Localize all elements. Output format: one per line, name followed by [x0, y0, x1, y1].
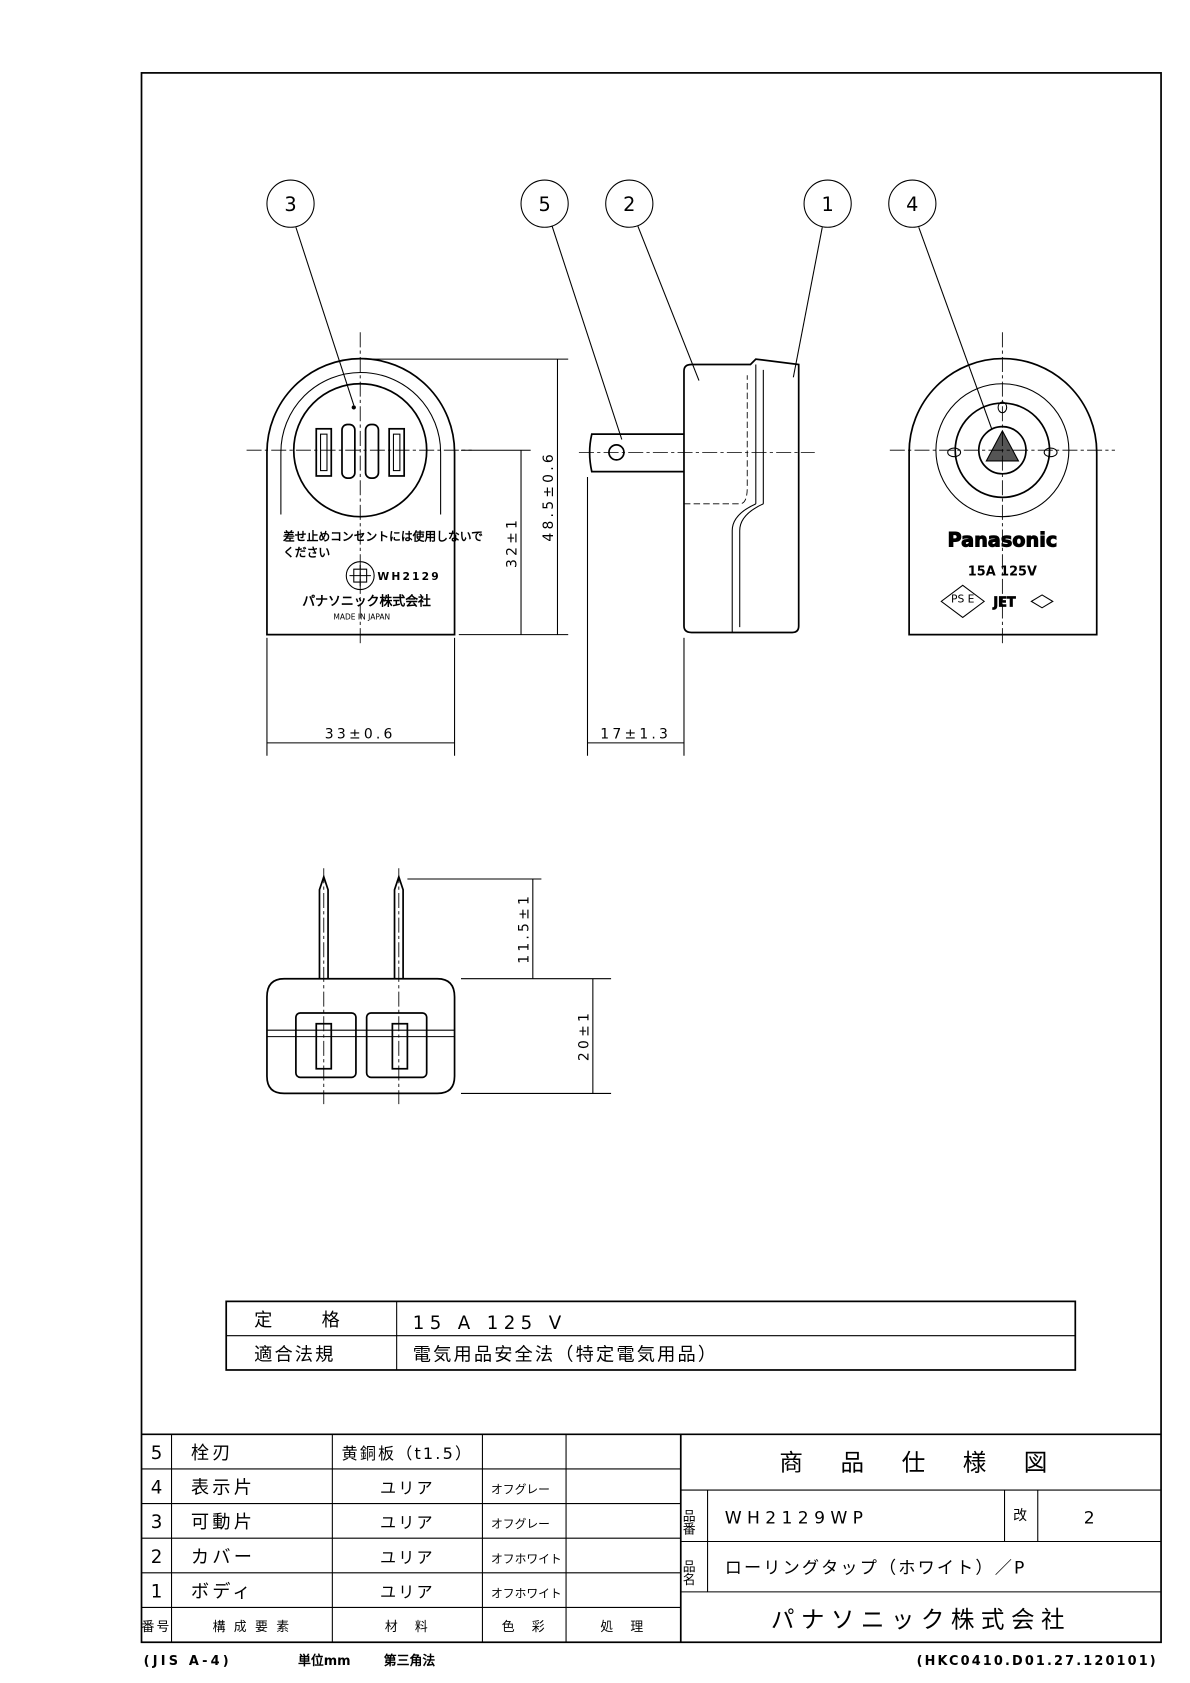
parts-cell-name: カバー: [191, 1547, 255, 1568]
balloon-1: 1: [792, 179, 852, 378]
revision: 2: [1084, 1508, 1095, 1528]
svg-text:(JIS A-4): (JIS A-4): [144, 1654, 232, 1669]
svg-text:15A 125V: 15A 125V: [968, 565, 1037, 580]
svg-text:5: 5: [538, 193, 550, 216]
parts-cell-color: オフグレー: [491, 1483, 550, 1497]
wh-mark-icon: [345, 561, 375, 591]
parts-cell-color: オフホワイト: [491, 1552, 562, 1566]
front-view: 差せ止めコンセントには使用しないで ください WH2129 パナソニック株式会社…: [246, 332, 483, 644]
parts-header-material: 材 料: [385, 1620, 430, 1635]
dimension-height-pin: 32±1: [458, 449, 569, 636]
svg-text:パナソニック株式会社: パナソニック株式会社: [302, 594, 431, 610]
parts-cell-color: オフグレー: [491, 1517, 550, 1531]
svg-text:品番: 品番: [680, 1509, 695, 1536]
dimension-width: 33±0.6: [266, 637, 456, 756]
svg-text:32±1: 32±1: [505, 517, 521, 568]
parts-cell-no: 4: [151, 1478, 163, 1499]
parts-cell-material: ユリア: [380, 1548, 435, 1567]
parts-header-name: 構 成 要 素: [213, 1620, 292, 1635]
svg-text:17±1.3: 17±1.3: [600, 727, 671, 743]
parts-cell-no: 1: [151, 1581, 163, 1602]
svg-text:単位mm: 単位mm: [298, 1653, 351, 1669]
warning-text-2: ください: [283, 545, 330, 559]
svg-text:PS E: PS E: [951, 592, 975, 605]
parts-cell-material: ユリア: [380, 1513, 435, 1532]
svg-text:1: 1: [821, 193, 833, 216]
svg-text:(HKC0410.D01.27.120101): (HKC0410.D01.27.120101): [917, 1654, 1158, 1669]
parts-cell-material: ユリア: [380, 1479, 435, 1498]
svg-text:JET: JET: [992, 596, 1016, 611]
brand-logo: Panasonic: [947, 529, 1057, 552]
svg-text:MADE IN JAPAN: MADE IN JAPAN: [333, 613, 390, 622]
jet-mark-icon: [1030, 594, 1054, 609]
rear-view: Panasonic 15A 125V PS E JET: [889, 332, 1115, 644]
svg-text:20±1: 20±1: [577, 1010, 593, 1061]
spec-table: 定 格 15 A 125 V 適合法規 電気用品安全法（特定電気用品）: [225, 1300, 1077, 1371]
parts-header-no: 番号: [142, 1620, 172, 1635]
footer: (JIS A-4) 単位mm 第三角法 (HKC0410.D01.27.1201…: [144, 1653, 1158, 1669]
warning-text: 差せ止めコンセントには使用しないで: [283, 529, 483, 543]
parts-cell-name: 栓刃: [191, 1443, 234, 1464]
balloon-3: 3: [266, 179, 355, 406]
side-view: [578, 358, 815, 634]
svg-text:定 格: 定 格: [254, 1310, 344, 1331]
parts-header-color: 色 彩: [502, 1619, 547, 1635]
balloon-5: 5: [520, 179, 623, 440]
svg-text:48.5±0.6: 48.5±0.6: [541, 451, 557, 542]
company-name: パナソニック株式会社: [771, 1605, 1071, 1633]
balloon-2: 2: [605, 179, 700, 381]
parts-cell-no: 2: [151, 1547, 163, 1568]
bottom-view: [266, 868, 456, 1105]
dimension-body-depth: 20±1: [460, 978, 612, 1094]
svg-text:電気用品安全法（特定電気用品）: 電気用品安全法（特定電気用品）: [413, 1344, 718, 1365]
parts-cell-material: ユリア: [380, 1582, 435, 1601]
parts-cell-name: 可動片: [191, 1512, 255, 1533]
svg-text:15 A 125 V: 15 A 125 V: [413, 1313, 567, 1334]
svg-text:WH2129: WH2129: [377, 570, 441, 583]
product-name: ローリングタップ（ホワイト）／P: [725, 1559, 1027, 1579]
parts-cell-color: オフホワイト: [491, 1586, 562, 1600]
parts-cell-material: 黄銅板（t1.5）: [342, 1444, 474, 1463]
svg-text:2: 2: [623, 193, 635, 216]
svg-text:第三角法: 第三角法: [384, 1653, 436, 1669]
dimension-depth-pin: 17±1.3: [586, 477, 685, 756]
svg-text:11.5±1: 11.5±1: [517, 893, 533, 964]
part-number: WH2129WP: [725, 1508, 869, 1528]
sheet-border: [140, 72, 1162, 1644]
svg-text:改: 改: [1013, 1508, 1027, 1524]
svg-text:3: 3: [284, 193, 296, 216]
svg-text:33±0.6: 33±0.6: [325, 727, 396, 743]
parts-header-finish: 処 理: [600, 1620, 645, 1635]
parts-cell-name: 表示片: [191, 1478, 255, 1499]
svg-text:適合法規: 適合法規: [254, 1344, 335, 1365]
title-block: 商 品 仕 様 図 品番 WH2129WP 改 2 品名 ローリングタップ（ホワ…: [141, 1433, 1162, 1643]
parts-cell-name: ボディ: [191, 1581, 254, 1602]
svg-text:4: 4: [906, 193, 918, 216]
drawing-title: 商 品 仕 様 図: [779, 1449, 1062, 1477]
pse-mark-icon: PS E: [940, 584, 986, 619]
dimension-pin-length: 11.5±1: [407, 878, 612, 980]
parts-cell-no: 3: [151, 1512, 163, 1533]
dimension-height-total: 48.5±0.6: [364, 358, 569, 635]
balloon-4: 4: [888, 179, 993, 429]
svg-text:品名: 品名: [680, 1560, 695, 1586]
parts-cell-no: 5: [151, 1443, 163, 1464]
